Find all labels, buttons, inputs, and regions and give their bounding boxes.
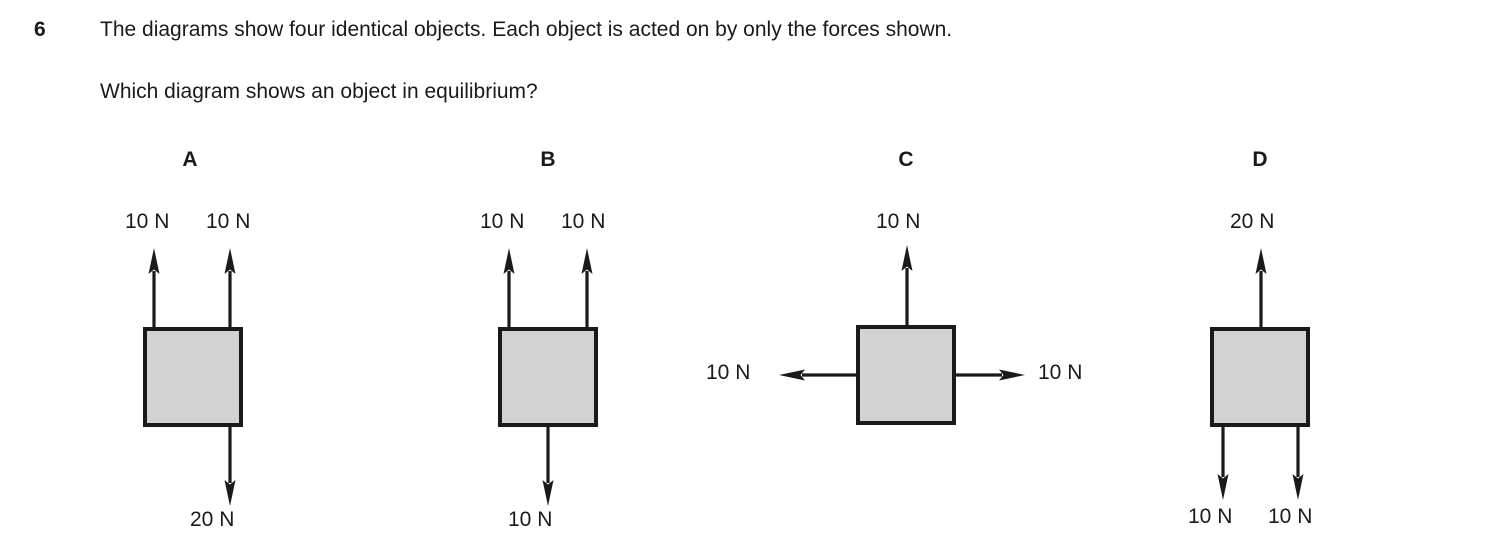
diagram-a-arrow-up-left [148,248,160,327]
diagram-a-arrow-up-right [224,248,236,327]
diagram-b-arrow-up-left [503,248,515,327]
diagram-b: B 10 N 10 N 10 N [398,140,698,552]
diagram-b-letter: B [540,148,556,171]
question-text-line-2: Which diagram shows an object in equilib… [100,80,538,103]
diagram-c-object [856,325,956,425]
diagram-b-arrow-down-center [542,427,554,506]
diagram-d-arrow-up-center [1255,248,1267,327]
diagram-c: C 10 N 10 N 10 N [706,140,1082,552]
diagram-d-force-label-down-right: 10 N [1268,505,1313,528]
diagram-c-letter: C [898,148,914,171]
diagram-a-force-label-up-right: 10 N [206,210,251,233]
diagram-c-arrow-up-center [901,245,913,325]
diagram-c-arrow-right [956,369,1025,381]
diagram-a: A 10 N 10 N 20 N [40,140,340,552]
diagram-a-letter: A [182,148,198,171]
diagram-a-force-label-up-left: 10 N [125,210,170,233]
diagram-b-object [498,327,598,427]
diagram-c-force-label-right: 10 N [1038,361,1083,384]
question-number: 6 [34,18,46,41]
diagram-b-arrow-up-right [581,248,593,327]
diagram-a-force-label-down-center: 20 N [190,508,235,531]
diagram-d-force-label-up-center: 20 N [1230,210,1275,233]
diagram-d-object [1210,327,1310,427]
diagram-d-arrow-down-right [1292,427,1304,500]
diagram-a-arrow-down-center [224,427,236,506]
diagram-c-force-label-left: 10 N [706,361,751,384]
diagram-d-force-label-down-left: 10 N [1188,505,1233,528]
diagram-b-force-label-up-right: 10 N [561,210,606,233]
diagram-b-force-label-down-center: 10 N [508,508,553,531]
diagram-c-force-label-up-center: 10 N [876,210,921,233]
diagram-d: D 20 N 10 N 10 N [1110,140,1410,552]
diagram-b-force-label-up-left: 10 N [480,210,525,233]
diagram-d-letter: D [1252,148,1268,171]
diagram-a-object [143,327,243,427]
diagram-d-arrow-down-left [1217,427,1229,500]
diagram-c-arrow-left [779,369,856,381]
question-text-line-1: The diagrams show four identical objects… [100,18,953,41]
